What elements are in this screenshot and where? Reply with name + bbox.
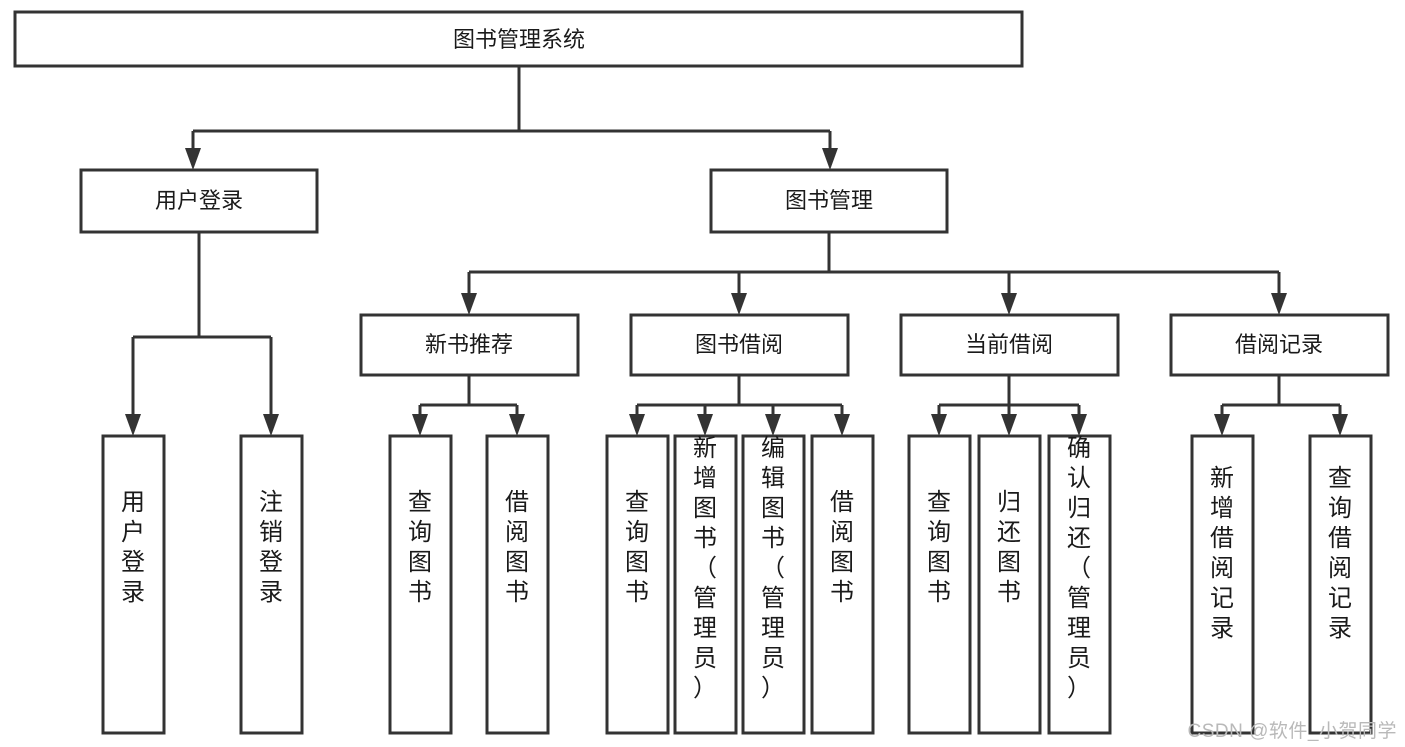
node-leaf-user-login-box[interactable] bbox=[101, 434, 166, 735]
node-leaf-query-book-1-box[interactable] bbox=[388, 434, 453, 735]
node-leaf-return-book-label: 归还图书 bbox=[997, 489, 1021, 606]
arrowhead-user-login bbox=[185, 148, 201, 170]
node-leaf-borrow-book-2[interactable]: 借阅图书 bbox=[810, 434, 875, 735]
arrowhead-leaf-query-book-3 bbox=[931, 414, 947, 436]
arrowhead-leaf-confirm-return bbox=[1071, 414, 1087, 436]
node-book-management[interactable]: 图书管理 bbox=[709, 168, 949, 234]
node-book-borrow[interactable]: 图书借阅 bbox=[629, 313, 850, 377]
arrowhead-leaf-add-book bbox=[697, 414, 713, 436]
arrowhead-leaf-user-login bbox=[125, 414, 141, 436]
node-leaf-query-book-1-label: 查询图书 bbox=[408, 489, 432, 606]
node-leaf-query-book-3-box[interactable] bbox=[907, 434, 972, 735]
node-borrow-record-box[interactable] bbox=[1169, 313, 1390, 377]
node-leaf-add-book-box[interactable] bbox=[673, 434, 738, 735]
node-leaf-add-book[interactable]: 新增图书（管理员） bbox=[673, 434, 738, 735]
node-leaf-edit-book-box[interactable] bbox=[741, 434, 806, 735]
node-user-login-box[interactable] bbox=[79, 168, 319, 234]
arrowhead-leaf-edit-book bbox=[765, 414, 781, 436]
node-book-management-label: 图书管理 bbox=[785, 188, 873, 213]
node-leaf-query-book-2[interactable]: 查询图书 bbox=[605, 434, 670, 735]
node-leaf-borrow-book-1-label: 借阅图书 bbox=[505, 489, 529, 606]
node-leaf-user-login[interactable]: 用户登录 bbox=[101, 434, 166, 735]
node-leaf-query-book-3[interactable]: 查询图书 bbox=[907, 434, 972, 735]
connector-layer bbox=[125, 66, 1348, 436]
node-leaf-query-book-2-box[interactable] bbox=[605, 434, 670, 735]
node-book-management-box[interactable] bbox=[709, 168, 949, 234]
node-leaf-confirm-return-box[interactable] bbox=[1047, 434, 1112, 735]
node-leaf-return-book-box[interactable] bbox=[977, 434, 1042, 735]
node-leaf-return-book[interactable]: 归还图书 bbox=[977, 434, 1042, 735]
node-new-book-recommend-box[interactable] bbox=[359, 313, 580, 377]
node-leaf-user-logout[interactable]: 注销登录 bbox=[239, 434, 304, 735]
node-system-box[interactable] bbox=[13, 10, 1024, 68]
node-current-borrow-box[interactable] bbox=[899, 313, 1120, 377]
node-book-borrow-box[interactable] bbox=[629, 313, 850, 377]
node-leaf-user-logout-box[interactable] bbox=[239, 434, 304, 735]
node-leaf-borrow-book-2-box[interactable] bbox=[810, 434, 875, 735]
node-book-borrow-label: 图书借阅 bbox=[695, 332, 783, 357]
node-leaf-edit-book[interactable]: 编辑图书（管理员） bbox=[741, 434, 806, 735]
node-leaf-user-login-label: 用户登录 bbox=[121, 489, 145, 606]
node-leaf-borrow-book-1[interactable]: 借阅图书 bbox=[485, 434, 550, 735]
node-borrow-record-label: 借阅记录 bbox=[1235, 332, 1323, 357]
node-new-book-recommend[interactable]: 新书推荐 bbox=[359, 313, 580, 377]
arrowhead-leaf-return-book bbox=[1001, 414, 1017, 436]
node-leaf-borrow-book-1-box[interactable] bbox=[485, 434, 550, 735]
node-user-login-label: 用户登录 bbox=[155, 188, 243, 213]
node-leaf-add-book-label: 新增图书（管理员） bbox=[693, 435, 717, 702]
arrowhead-leaf-query-book-1 bbox=[412, 414, 428, 436]
node-current-borrow-label: 当前借阅 bbox=[965, 332, 1053, 357]
arrowhead-book-borrow bbox=[731, 293, 747, 315]
arrowhead-leaf-user-logout bbox=[263, 414, 279, 436]
node-leaf-borrow-book-2-label: 借阅图书 bbox=[830, 489, 854, 606]
arrowhead-borrow-record bbox=[1271, 293, 1287, 315]
node-leaf-user-logout-label: 注销登录 bbox=[259, 489, 283, 606]
node-leaf-add-record-box[interactable] bbox=[1190, 434, 1255, 735]
node-leaf-confirm-return-label: 确认归还（管理员） bbox=[1067, 435, 1091, 702]
node-leaf-query-book-3-label: 查询图书 bbox=[927, 489, 951, 606]
node-leaf-query-record-box[interactable] bbox=[1308, 434, 1373, 735]
node-user-login[interactable]: 用户登录 bbox=[79, 168, 319, 234]
arrowhead-new-book-recommend bbox=[461, 293, 477, 315]
arrowhead-current-borrow bbox=[1001, 293, 1017, 315]
node-leaf-query-record-label: 查询借阅记录 bbox=[1328, 465, 1352, 642]
node-system[interactable]: 图书管理系统 bbox=[13, 10, 1024, 68]
arrowhead-leaf-query-book-2 bbox=[629, 414, 645, 436]
node-leaf-add-record-label: 新增借阅记录 bbox=[1210, 465, 1234, 642]
node-leaf-query-book-2-label: 查询图书 bbox=[625, 489, 649, 606]
node-system-label: 图书管理系统 bbox=[453, 27, 585, 52]
node-borrow-record[interactable]: 借阅记录 bbox=[1169, 313, 1390, 377]
arrowhead-leaf-add-record bbox=[1214, 414, 1230, 436]
arrowhead-leaf-borrow-book-1 bbox=[509, 414, 525, 436]
arrowhead-leaf-query-record bbox=[1332, 414, 1348, 436]
node-leaf-edit-book-label: 编辑图书（管理员） bbox=[761, 435, 785, 702]
node-leaf-add-record[interactable]: 新增借阅记录 bbox=[1190, 434, 1255, 735]
node-new-book-recommend-label: 新书推荐 bbox=[425, 332, 513, 357]
arrowhead-book-management bbox=[822, 148, 838, 170]
node-leaf-query-record[interactable]: 查询借阅记录 bbox=[1308, 434, 1373, 735]
node-leaf-confirm-return[interactable]: 确认归还（管理员） bbox=[1047, 434, 1112, 735]
node-leaf-query-book-1[interactable]: 查询图书 bbox=[388, 434, 453, 735]
arrowhead-leaf-borrow-book-2 bbox=[834, 414, 850, 436]
node-current-borrow[interactable]: 当前借阅 bbox=[899, 313, 1120, 377]
